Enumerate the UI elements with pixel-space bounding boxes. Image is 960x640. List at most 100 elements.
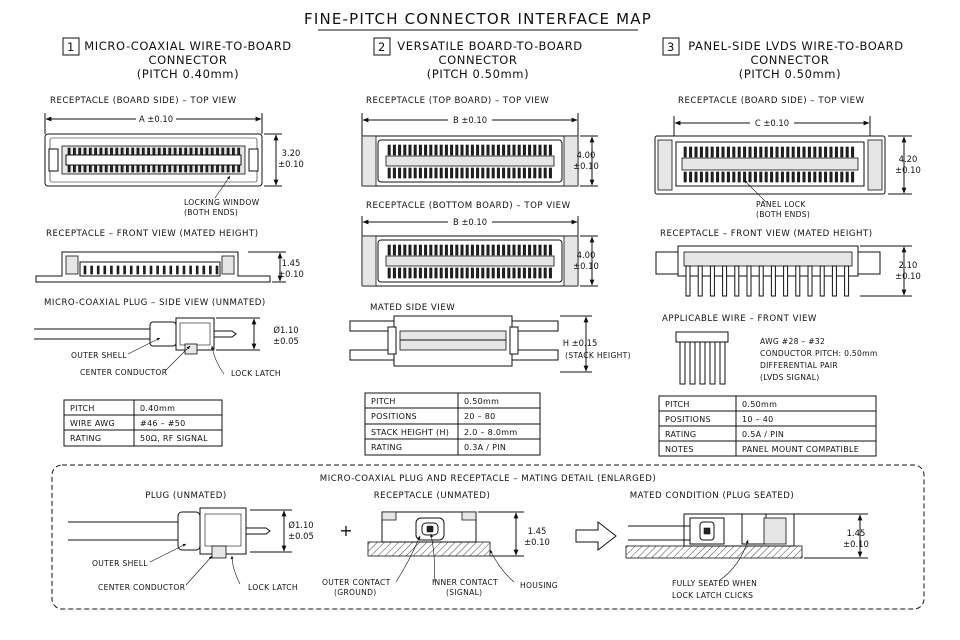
- contact-pin: [795, 265, 801, 297]
- contact-pin: [110, 164, 113, 173]
- contact-pin: [476, 144, 480, 156]
- contact-pin: [679, 341, 686, 385]
- contact-pin: [439, 267, 443, 279]
- section-3-panel-lvds: 3 PANEL-SIDE LVDS WIRE-TO-BOARD CONNECTO…: [654, 37, 921, 457]
- contact-pin: [780, 146, 784, 158]
- section-2-stack-dim-1: H ±0.15: [563, 338, 598, 348]
- contact-pin: [110, 265, 113, 275]
- contact-pin: [705, 146, 709, 158]
- section-2-board-to-board: 2 VERSATILE BOARD-TO-BOARD CONNECTOR (PI…: [349, 37, 631, 456]
- contact-pin: [802, 171, 806, 183]
- contact-pin: [699, 341, 706, 385]
- section-3-spec-value: PANEL MOUNT COMPATIBLE: [742, 445, 859, 454]
- contact-pin: [522, 144, 526, 156]
- contact-pin: [210, 164, 214, 173]
- contact-pin: [209, 265, 212, 275]
- contact-pin: [491, 267, 495, 279]
- contact-pin: [845, 171, 849, 183]
- page-title: FINE-PITCH CONNECTOR INTERFACE MAP: [304, 10, 652, 28]
- contact-pin: [179, 147, 182, 156]
- contact-pin: [528, 244, 532, 256]
- contact-pin: [141, 164, 145, 173]
- detail-plug-dia-2: ±0.05: [288, 531, 314, 541]
- contact-pin: [517, 267, 521, 279]
- contact-pin: [759, 146, 763, 158]
- contact-pin: [418, 167, 422, 179]
- contact-pin: [683, 171, 687, 183]
- contact-pin: [807, 146, 811, 158]
- contact-pin: [398, 144, 402, 156]
- contact-pin: [216, 164, 219, 173]
- contact-pin: [840, 171, 844, 183]
- contact-pin: [110, 147, 113, 156]
- section-1-outer-shell-label: OUTER SHELL: [71, 351, 127, 360]
- section-3-height-dim-2: ±0.10: [895, 271, 921, 281]
- contact-pin: [152, 147, 156, 156]
- contact-pin: [210, 147, 214, 156]
- detail-mated-label: MATED CONDITION (PLUG SEATED): [630, 491, 795, 501]
- contact-pin: [115, 164, 119, 173]
- contact-pin: [465, 144, 469, 156]
- contact-pin: [512, 244, 516, 256]
- contact-pin: [476, 267, 480, 279]
- contact-pin: [818, 146, 822, 158]
- contact-pin: [465, 244, 469, 256]
- contact-pin: [387, 167, 391, 179]
- contact-pin: [116, 265, 120, 275]
- section-3-depth-dim-2: ±0.10: [895, 165, 921, 175]
- contact-pin: [533, 267, 537, 279]
- section-3-wire-note: (LVDS SIGNAL): [760, 373, 820, 382]
- contact-pin: [149, 265, 153, 275]
- contact-pin: [685, 265, 691, 297]
- contact-pin: [481, 167, 485, 179]
- contact-pin: [136, 164, 140, 173]
- contact-pin: [813, 146, 817, 158]
- contact-pin: [455, 167, 459, 179]
- contact-pin: [834, 146, 838, 158]
- section-3-wire-view-label: APPLICABLE WIRE – FRONT VIEW: [662, 314, 817, 324]
- contact-pin: [829, 146, 833, 158]
- section-1-spec-table: PITCH 0.40mm WIRE AWG #46 – #50 RATING 5…: [63, 399, 223, 447]
- contact-pin: [94, 164, 98, 173]
- contact-pin: [90, 265, 93, 275]
- contact-pin: [67, 164, 71, 173]
- contact-pin: [99, 147, 103, 156]
- contact-pin: [694, 171, 698, 183]
- contact-pin: [481, 144, 485, 156]
- section-2-receptacle-top: [361, 135, 579, 187]
- contact-pin: [73, 164, 76, 173]
- section-2-top-view-label: RECEPTACLE (TOP BOARD) – TOP VIEW: [366, 96, 549, 106]
- contact-pin: [152, 164, 156, 173]
- section-1-spec-label: WIRE AWG: [70, 419, 115, 428]
- contact-pin: [408, 144, 412, 156]
- contact-pin: [205, 147, 209, 156]
- detail-rec-height-2: ±0.10: [524, 537, 550, 547]
- section-3-wire-note: CONDUCTOR PITCH: 0.50mm: [760, 349, 878, 358]
- contact-pin: [538, 144, 542, 156]
- section-3-wire-note: AWG #28 – #32: [760, 337, 825, 346]
- contact-pin: [189, 265, 192, 275]
- detail-receptacle-drawing: [367, 511, 491, 557]
- contact-pin: [791, 171, 795, 183]
- section-1-dia-dim-2: ±0.05: [273, 336, 299, 346]
- contact-pin: [104, 164, 108, 173]
- contact-pin: [764, 171, 768, 183]
- contact-pin: [548, 144, 552, 156]
- contact-pin: [517, 244, 521, 256]
- contact-pin: [512, 267, 516, 279]
- contact-pin: [429, 244, 433, 256]
- detail-plus-sign: +: [339, 521, 352, 540]
- contact-pin: [538, 244, 542, 256]
- section-3-spec-value: 10 – 40: [742, 415, 774, 424]
- contact-pin: [78, 164, 82, 173]
- contact-pin: [189, 164, 193, 173]
- section-1-top-view-label: RECEPTACLE (BOARD SIDE) – TOP VIEW: [50, 96, 237, 106]
- section-2-spec-value: 20 – 80: [464, 412, 496, 421]
- section-1-spec-value: 50Ω, RF SIGNAL: [140, 434, 208, 443]
- section-1-number: 1: [67, 40, 75, 54]
- contact-pin: [439, 167, 443, 179]
- contact-pin: [126, 147, 129, 156]
- contact-pin: [818, 171, 822, 183]
- contact-pin: [413, 144, 417, 156]
- contact-pin: [507, 267, 511, 279]
